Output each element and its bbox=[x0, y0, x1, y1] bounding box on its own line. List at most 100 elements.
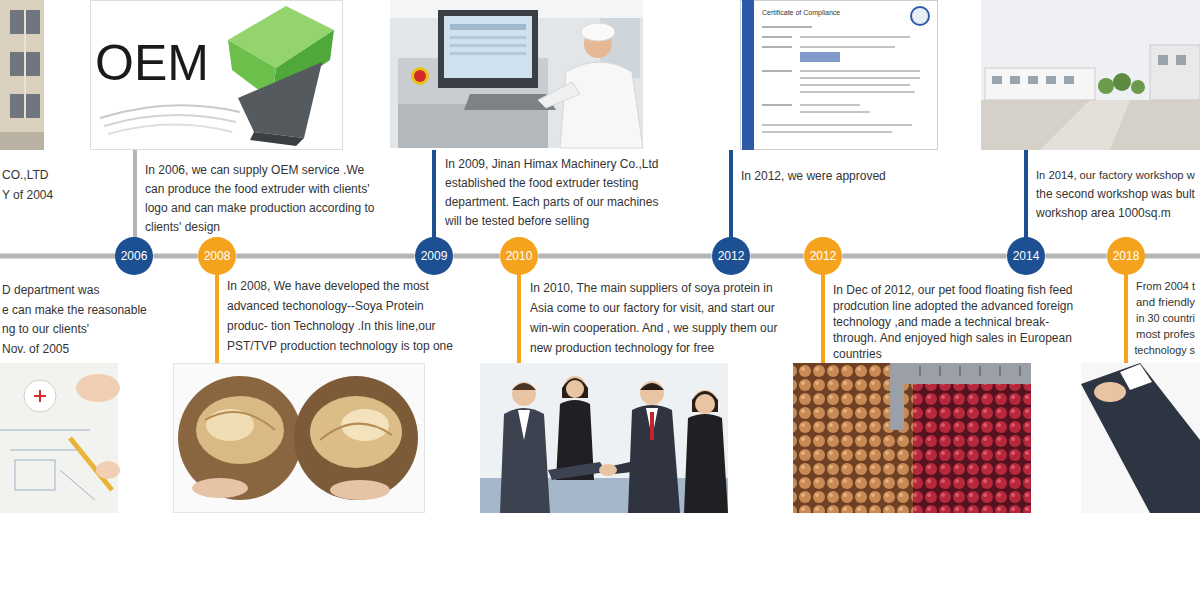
year-text: 2012 bbox=[810, 249, 837, 263]
building-photo bbox=[0, 0, 44, 150]
timeline-text: In 2012, we were approved bbox=[741, 166, 886, 186]
certificate-picture-part bbox=[762, 124, 912, 126]
timeline-stem-part bbox=[133, 150, 137, 238]
testing-photo-part bbox=[411, 67, 429, 85]
blueprint-photo-part bbox=[60, 470, 95, 500]
meeting-photo-part bbox=[628, 405, 680, 513]
timeline-axis-segment bbox=[842, 253, 1006, 258]
blueprint-photo-part bbox=[39, 390, 41, 402]
certificate-picture-part bbox=[741, 1, 938, 150]
timeline-text: most profes bbox=[1136, 326, 1195, 342]
testing-photo-part bbox=[414, 70, 426, 82]
feed-pellet-photo-part bbox=[960, 366, 961, 376]
timeline-text: From 2004 t bbox=[1136, 278, 1195, 294]
soya-protein-photo-part bbox=[310, 396, 402, 468]
timeline-axis-segment bbox=[750, 253, 803, 258]
certificate-picture-part bbox=[742, 0, 754, 150]
timeline-text: e can make the reasonable bbox=[2, 300, 147, 320]
testing-photo-part bbox=[450, 36, 526, 39]
certificate-picture-part bbox=[911, 7, 929, 25]
year-circle: 2009 bbox=[415, 237, 454, 276]
timeline-stem-part bbox=[821, 274, 825, 363]
meeting-photo-part bbox=[566, 380, 584, 398]
certificate-picture-part bbox=[800, 91, 915, 93]
testing-photo-part bbox=[581, 23, 615, 41]
factory-photo-part bbox=[1131, 80, 1145, 94]
timeline-stem-part bbox=[1124, 274, 1128, 363]
year-circle: 2010 bbox=[500, 237, 539, 276]
testing-photo-part bbox=[450, 52, 526, 55]
testing-photo-part bbox=[390, 0, 643, 148]
feed-pellet-photo-part bbox=[1020, 366, 1021, 376]
blueprint-photo-part bbox=[96, 461, 120, 479]
testing-photo-part bbox=[450, 44, 526, 47]
factory-photo-part bbox=[992, 76, 1002, 84]
blueprint-photo-part bbox=[0, 430, 90, 431]
soya-protein-photo-part bbox=[205, 412, 275, 430]
feed-pellet-photo-part bbox=[980, 366, 981, 376]
handshake-photo bbox=[1081, 363, 1200, 513]
certificate-picture-part bbox=[800, 46, 895, 48]
blueprint-photo-part bbox=[10, 450, 80, 451]
feed-pellet-photo bbox=[793, 363, 1031, 513]
handshake-photo-part bbox=[1081, 363, 1200, 513]
certificate-picture-part bbox=[762, 26, 812, 28]
certificate-picture-part bbox=[800, 84, 910, 86]
testing-photo-part bbox=[560, 62, 643, 148]
meeting-photo bbox=[480, 363, 728, 513]
meeting-photo-part bbox=[599, 464, 617, 476]
year-circle: 2008 bbox=[198, 237, 237, 276]
testing-photo-part bbox=[538, 82, 580, 108]
factory-photo-part bbox=[985, 68, 1095, 100]
factory-photo-part bbox=[981, 100, 1200, 150]
factory-photo-part bbox=[1098, 78, 1114, 94]
factory-photo-part bbox=[1028, 76, 1038, 84]
soya-protein-photo-part bbox=[192, 478, 248, 498]
timeline-text: Nov. of 2005 bbox=[2, 339, 69, 359]
testing-photo-part bbox=[398, 104, 548, 148]
timeline-text: In 2009, Jinan Himax Machinery Co.,Ltd e… bbox=[445, 155, 667, 231]
certificate-heading: Certificate of Compliance bbox=[762, 8, 840, 17]
certificate-picture-part bbox=[762, 131, 892, 133]
oem-picture-part bbox=[108, 124, 232, 134]
blueprint-photo-part bbox=[24, 380, 56, 412]
timeline-text: In 2014, our factory workshop w bbox=[1036, 166, 1195, 185]
timeline-axis-segment bbox=[236, 253, 414, 258]
meeting-photo-part bbox=[500, 408, 550, 513]
timeline-axis-part bbox=[1143, 254, 1200, 259]
soya-protein-photo-part bbox=[294, 376, 418, 500]
testing-photo-part bbox=[450, 24, 526, 30]
soya-protein-photo-part bbox=[178, 376, 302, 500]
testing-photo-part bbox=[438, 10, 538, 88]
timeline-stem-part bbox=[432, 150, 436, 238]
certificate-picture-part bbox=[762, 70, 792, 72]
certificate-picture-part bbox=[762, 36, 792, 38]
feed-pellet-photo-part bbox=[1000, 366, 1001, 376]
factory-photo-part bbox=[1010, 76, 1020, 84]
meeting-photo-part bbox=[562, 378, 588, 398]
factory-photo bbox=[981, 0, 1200, 150]
certificate-picture-part bbox=[800, 52, 840, 62]
timeline-text: in 30 countri bbox=[1136, 310, 1195, 326]
meeting-photo-part bbox=[640, 381, 664, 405]
certificate-picture-part bbox=[762, 104, 792, 106]
factory-photo-part bbox=[1113, 73, 1131, 91]
timeline-axis-segment bbox=[453, 253, 499, 258]
certificate-picture-part bbox=[800, 111, 870, 113]
meeting-photo-part bbox=[693, 390, 717, 414]
meeting-photo-part bbox=[480, 363, 728, 513]
testing-photo-part bbox=[444, 16, 532, 78]
timeline-stem bbox=[135, 150, 1126, 363]
certificate-picture bbox=[741, 0, 938, 150]
meeting-photo-part bbox=[548, 462, 606, 480]
timeline-axis-segment bbox=[153, 253, 197, 258]
meeting-photo-part bbox=[650, 412, 654, 440]
logo-text: OEM bbox=[95, 38, 209, 88]
blueprint-photo-part bbox=[76, 374, 120, 402]
factory-photo-part bbox=[981, 0, 1200, 150]
factory-photo-part bbox=[1040, 100, 1130, 150]
building-photo-part bbox=[24, 10, 26, 118]
timeline-stem-part bbox=[215, 274, 219, 363]
meeting-photo-part bbox=[518, 410, 530, 440]
